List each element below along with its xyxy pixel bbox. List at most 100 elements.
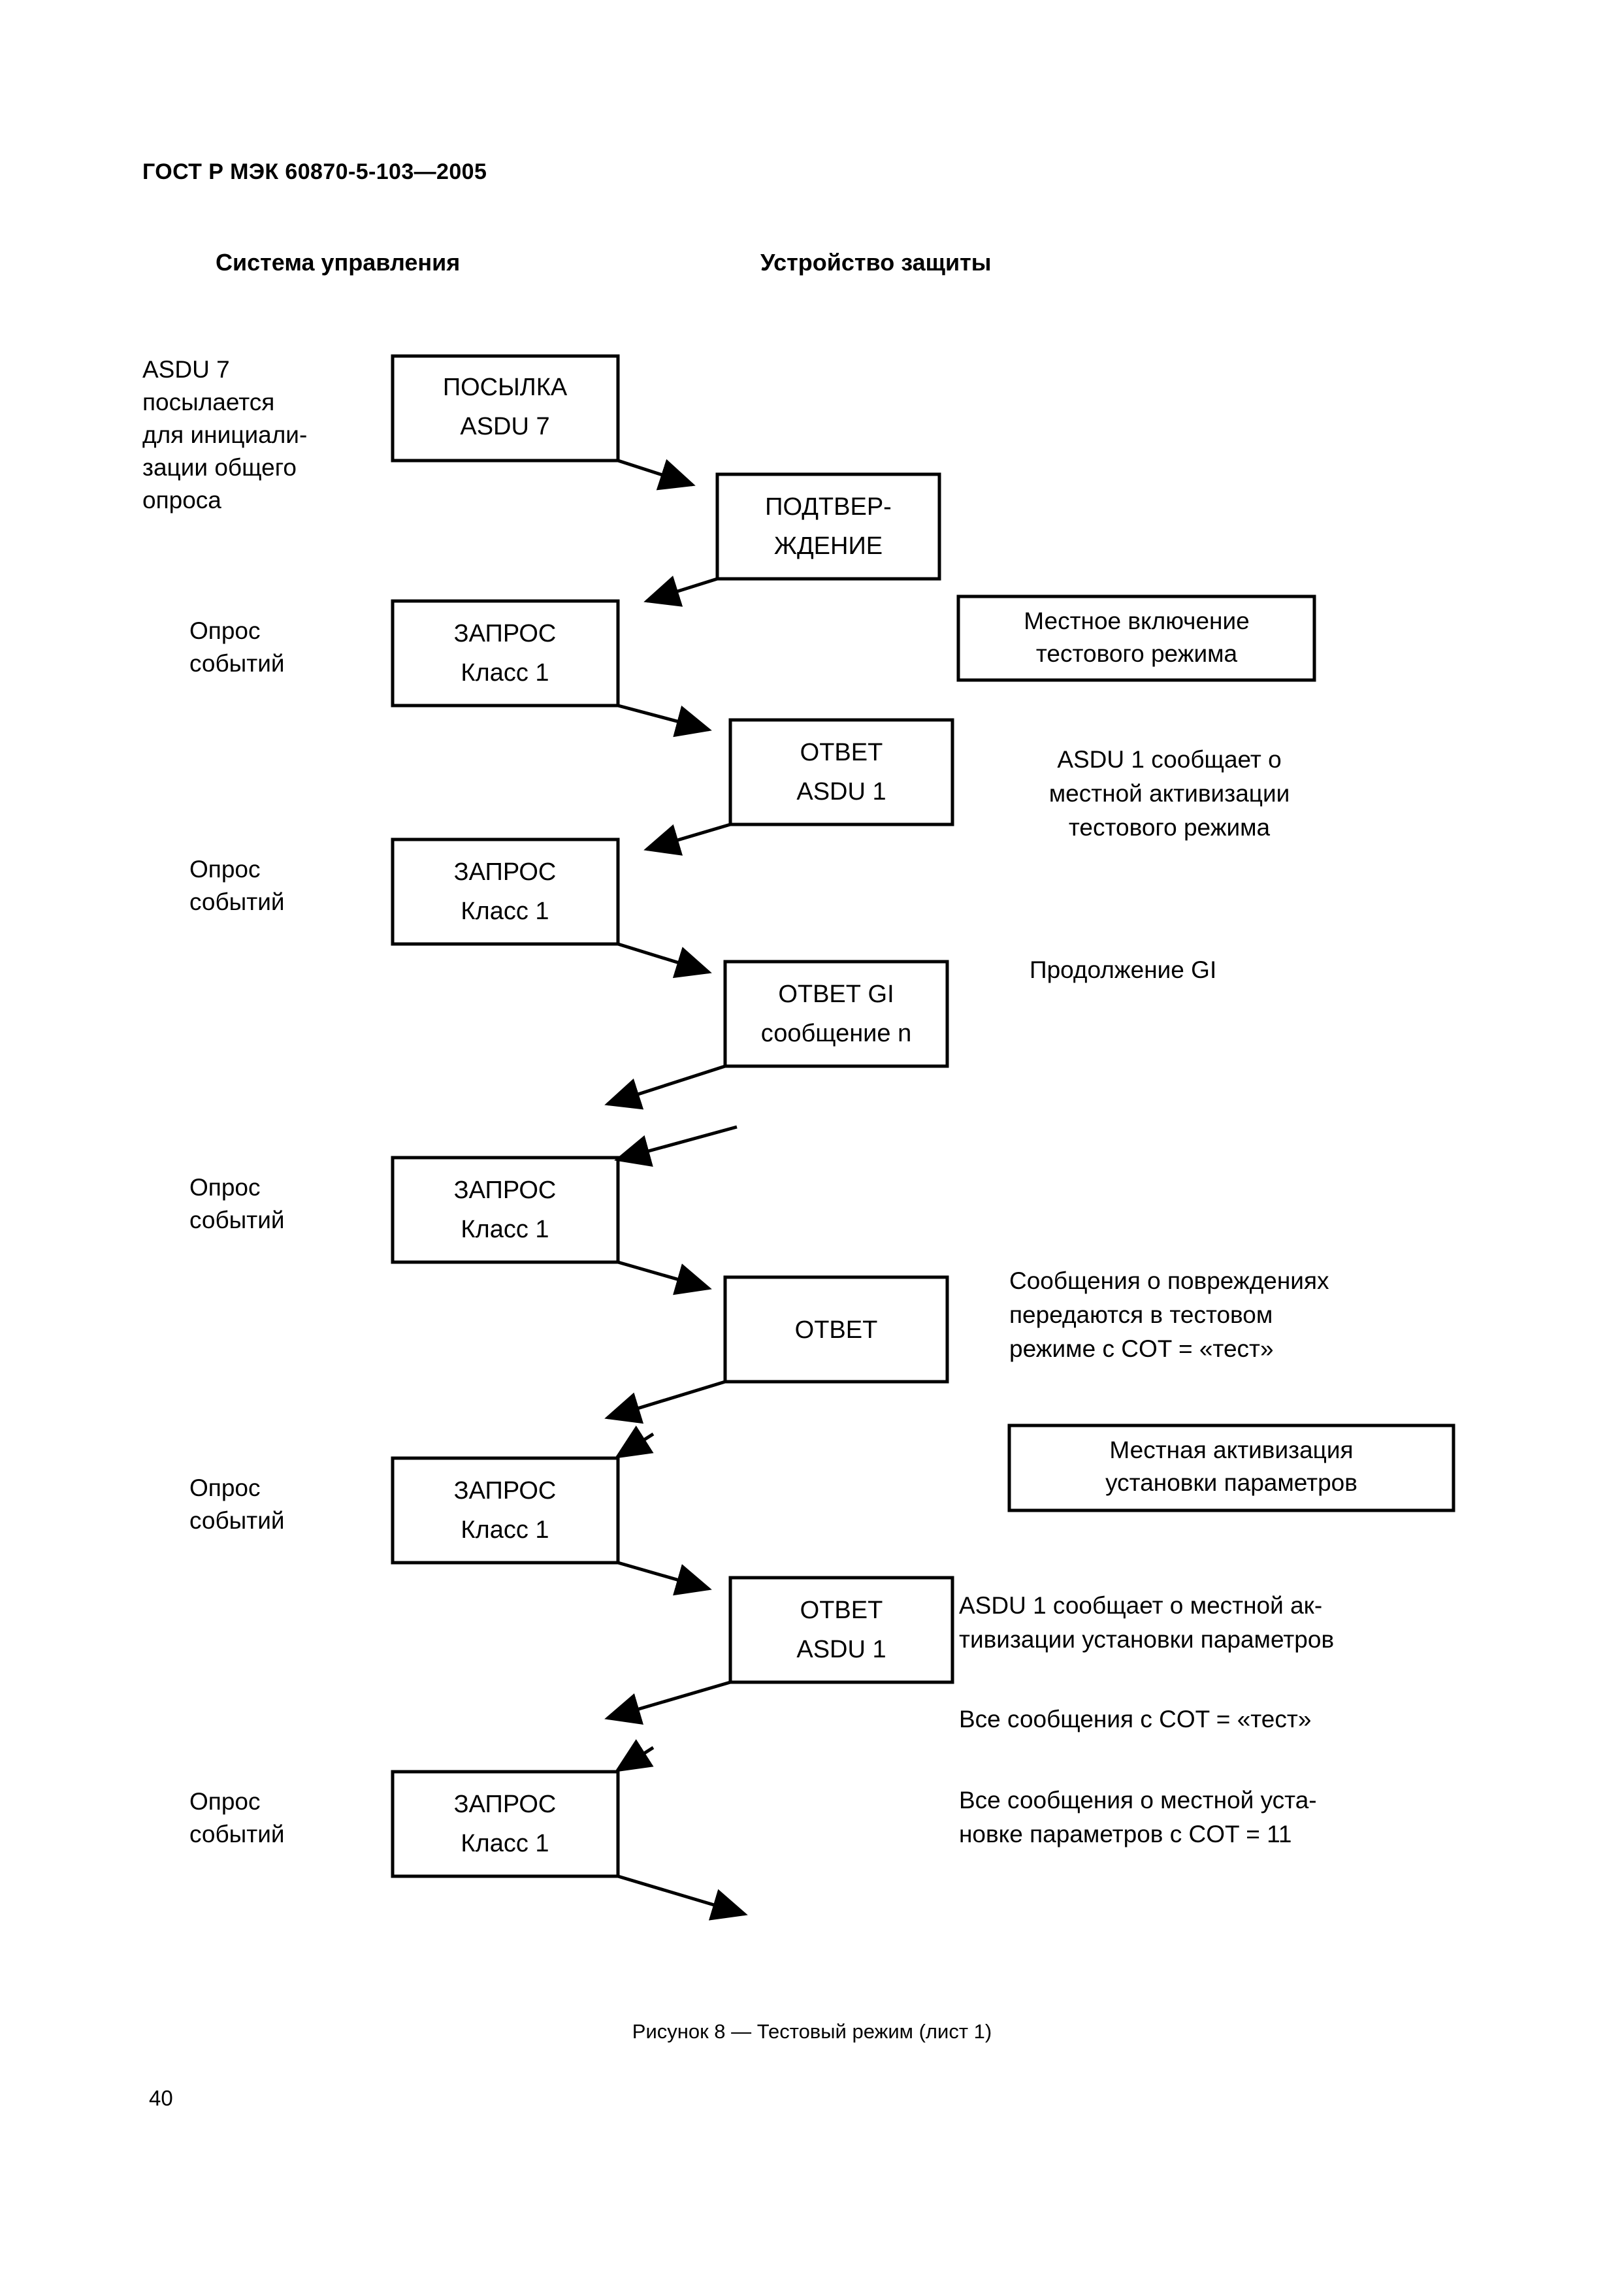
box-confirmation-label: ПОДТВЕР- ЖДЕНИЕ bbox=[765, 493, 892, 560]
note-asdu1-param-activation-line-0: ASDU 1 сообщает о местной ак- bbox=[959, 1592, 1322, 1619]
box-request4-line-0: ЗАПРОС bbox=[454, 1477, 557, 1505]
side-label-intro-line-1: посылается bbox=[142, 389, 274, 415]
arrow-answer-plain-continue bbox=[604, 1380, 726, 1424]
running-head: ГОСТ Р МЭК 60870-5-103—2005 bbox=[142, 159, 487, 184]
box-request2-line-1: Класс 1 bbox=[461, 898, 549, 925]
side-label-poll-5-line-0: Опрос bbox=[189, 1788, 260, 1815]
box-confirmation-line-1: ЖДЕНИЕ bbox=[774, 532, 883, 560]
box-answer-plain-rect bbox=[723, 1275, 949, 1384]
box-local-param-activation-line-1: установки параметров bbox=[1105, 1469, 1357, 1496]
side-label-poll-3: Опрос событий bbox=[189, 1174, 285, 1233]
side-label-intro-line-4: опроса bbox=[142, 487, 221, 513]
box-answer-plain-label: ОТВЕТ bbox=[795, 1316, 878, 1344]
box-answer-gi-line-1: сообщение n bbox=[761, 1020, 911, 1047]
note-gi-continuation-line-0: Продолжение GI bbox=[1030, 956, 1216, 983]
box-local-test-enable-label: Местное включение тестового режима bbox=[1024, 608, 1249, 667]
box-answer-asdu1-a-line-1: ASDU 1 bbox=[796, 778, 886, 806]
note-asdu1-test-mode: ASDU 1 сообщает о местной активизации те… bbox=[1049, 746, 1290, 841]
side-label-intro: ASDU 7 посылается для инициали- зации об… bbox=[142, 356, 307, 513]
box-request5-rect bbox=[391, 1770, 620, 1878]
arrow-request2-to-answergi bbox=[617, 942, 712, 979]
box-local-param-activation-rect bbox=[1007, 1424, 1455, 1512]
side-label-poll-2-line-1: событий bbox=[189, 888, 285, 915]
arrow-answer2-continue bbox=[604, 1680, 731, 1725]
figure-caption: Рисунок 8 — Тестовый режим (лист 1) bbox=[632, 2020, 992, 2043]
note-gi-continuation: Продолжение GI bbox=[1030, 956, 1216, 983]
arrow-request5-out bbox=[617, 1874, 748, 1921]
box-answer-asdu1-a-rect bbox=[728, 718, 954, 826]
box-answer-plain-line-0: ОТВЕТ bbox=[795, 1316, 878, 1344]
side-label-poll-2: Опрос событий bbox=[189, 856, 285, 915]
box-answer-gi-line-0: ОТВЕТ GI bbox=[778, 981, 894, 1008]
box-request2-line-0: ЗАПРОС bbox=[454, 858, 557, 886]
side-label-intro-line-3: зации общего bbox=[142, 454, 297, 481]
side-label-poll-5-line-1: событий bbox=[189, 1821, 285, 1847]
box-confirmation-rect bbox=[715, 472, 941, 581]
note-asdu1-test-mode-line-0: ASDU 1 сообщает о bbox=[1057, 746, 1281, 773]
box-answer-asdu1-b-line-1: ASDU 1 bbox=[796, 1636, 886, 1663]
box-request5-line-1: Класс 1 bbox=[461, 1830, 549, 1857]
box-request2-rect bbox=[391, 838, 620, 946]
box-request1-line-0: ЗАПРОС bbox=[454, 620, 557, 647]
note-fault-messages-line-1: передаются в тестовом bbox=[1009, 1301, 1273, 1328]
column-heading-control-system: Система управления bbox=[216, 249, 461, 276]
side-label-intro-line-2: для инициали- bbox=[142, 421, 307, 448]
note-all-messages-cot-11: Все сообщения о местной уста- новке пара… bbox=[959, 1787, 1317, 1847]
box-request3-label: ЗАПРОС Класс 1 bbox=[454, 1177, 557, 1243]
box-send-asdu7-line-0: ПОСЫЛКА bbox=[443, 374, 568, 401]
note-all-messages-cot-11-line-1: новке параметров с COT = 11 bbox=[959, 1821, 1292, 1847]
column-heading-protection-device: Устройство защиты bbox=[760, 249, 992, 276]
box-answer-asdu1-a-label: ОТВЕТ ASDU 1 bbox=[796, 739, 886, 806]
arrow-confirmation-to-request1 bbox=[643, 576, 718, 607]
side-label-poll-1-line-1: событий bbox=[189, 650, 285, 677]
arrow-incoming-to-request3 bbox=[614, 1125, 738, 1167]
side-label-poll-1: Опрос событий bbox=[189, 617, 285, 677]
box-answer-asdu1-a-line-0: ОТВЕТ bbox=[800, 739, 883, 766]
note-asdu1-test-mode-line-2: тестового режима bbox=[1069, 814, 1271, 841]
arrow-request4-to-answer2 bbox=[617, 1561, 712, 1596]
arrow-answergi-continue bbox=[604, 1064, 726, 1110]
box-request3-line-1: Класс 1 bbox=[461, 1216, 549, 1243]
box-answer-asdu1-b-line-0: ОТВЕТ bbox=[800, 1597, 883, 1624]
side-label-poll-4-line-0: Опрос bbox=[189, 1474, 260, 1501]
box-confirmation-line-0: ПОДТВЕР- bbox=[765, 493, 892, 521]
side-label-poll-2-line-0: Опрос bbox=[189, 856, 260, 883]
box-request3-rect bbox=[391, 1156, 620, 1264]
box-request3-line-0: ЗАПРОС bbox=[454, 1177, 557, 1204]
arrow-incoming-to-request4 bbox=[614, 1425, 655, 1459]
note-fault-messages-line-0: Сообщения о повреждениях bbox=[1009, 1267, 1329, 1294]
box-local-param-activation-line-0: Местная активизация bbox=[1109, 1437, 1353, 1463]
box-local-test-enable-line-1: тестового режима bbox=[1036, 640, 1238, 667]
box-send-asdu7-rect bbox=[391, 354, 620, 463]
note-fault-messages: Сообщения о повреждениях передаются в те… bbox=[1009, 1267, 1329, 1362]
side-label-intro-line-0: ASDU 7 bbox=[142, 356, 230, 383]
box-request5-label: ЗАПРОС Класс 1 bbox=[454, 1791, 557, 1857]
box-request4-rect bbox=[391, 1456, 620, 1565]
box-request1-line-1: Класс 1 bbox=[461, 659, 549, 687]
side-label-poll-4-line-1: событий bbox=[189, 1507, 285, 1534]
arrow-answer1-to-request2 bbox=[643, 822, 731, 856]
page-number: 40 bbox=[149, 2086, 173, 2110]
box-request2-label: ЗАПРОС Класс 1 bbox=[454, 858, 557, 925]
box-request1-label: ЗАПРОС Класс 1 bbox=[454, 620, 557, 687]
side-label-poll-4: Опрос событий bbox=[189, 1474, 285, 1534]
arrow-request3-to-answer bbox=[617, 1260, 712, 1295]
box-request4-line-1: Класс 1 bbox=[461, 1516, 549, 1544]
box-answer-gi-label: ОТВЕТ GI сообщение n bbox=[761, 981, 911, 1047]
note-fault-messages-line-2: режиме с COT = «тест» bbox=[1009, 1335, 1274, 1362]
box-local-test-enable-rect bbox=[956, 594, 1316, 682]
note-all-messages-cot-test-line-0: Все сообщения с COT = «тест» bbox=[959, 1706, 1311, 1733]
side-label-poll-1-line-0: Опрос bbox=[189, 617, 260, 644]
box-request4-label: ЗАПРОС Класс 1 bbox=[454, 1477, 557, 1544]
box-local-param-activation-label: Местная активизация установки параметров bbox=[1105, 1437, 1357, 1496]
note-all-messages-cot-11-line-0: Все сообщения о местной уста- bbox=[959, 1787, 1317, 1814]
box-answer-gi-rect bbox=[723, 960, 949, 1068]
side-label-poll-5: Опрос событий bbox=[189, 1788, 285, 1847]
arrow-request1-to-answer1 bbox=[617, 704, 712, 738]
box-answer-asdu1-b-rect bbox=[728, 1576, 954, 1684]
note-asdu1-param-activation: ASDU 1 сообщает о местной ак- тивизации … bbox=[959, 1592, 1334, 1653]
box-send-asdu7-line-1: ASDU 7 bbox=[460, 413, 549, 440]
box-send-asdu7-label: ПОСЫЛКА ASDU 7 bbox=[443, 374, 568, 440]
